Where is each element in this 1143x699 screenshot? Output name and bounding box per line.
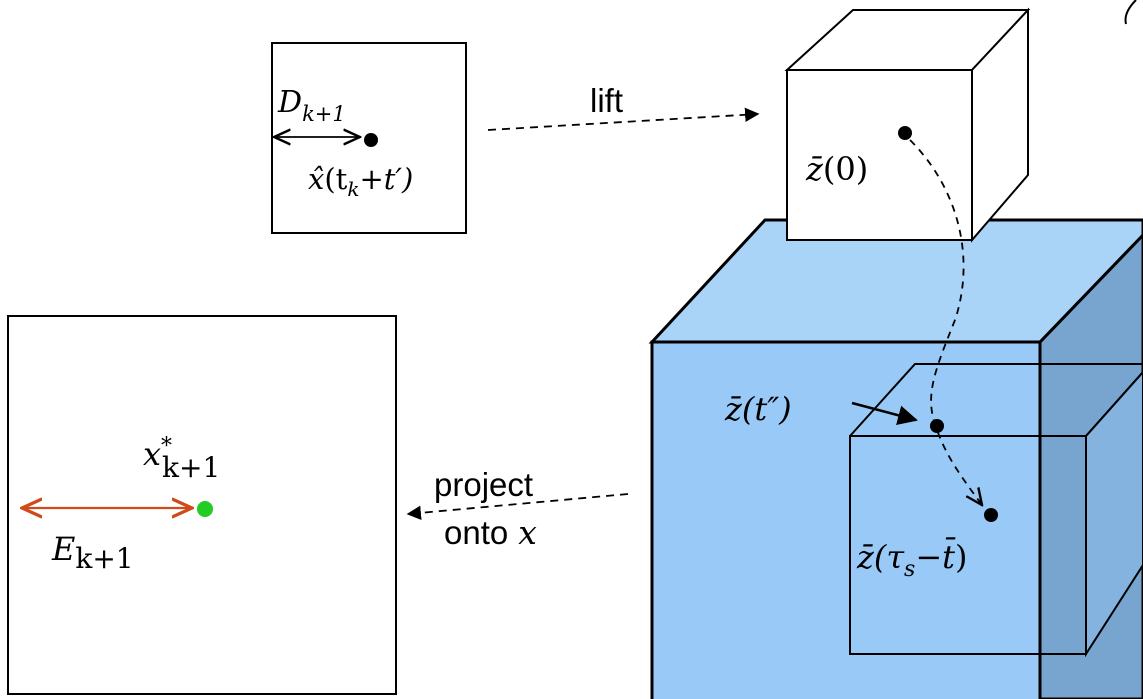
xhat-subscript: k — [347, 177, 359, 201]
ztau-minus: − — [915, 538, 942, 576]
trajectory-curve — [909, 139, 982, 505]
lift-label: lift — [590, 82, 623, 119]
xhat-point — [364, 133, 378, 147]
svg-text:Ek+1: Ek+1 — [51, 530, 134, 575]
project-label: project — [434, 466, 533, 503]
lifted-cube-front-face — [786, 69, 973, 241]
onto-x-variable: x — [518, 513, 537, 552]
lifted-cube — [784, 7, 1031, 243]
ztau-close: ) — [955, 538, 967, 576]
zt2-pointer-arrow — [851, 401, 918, 426]
cropped-arc — [1124, 0, 1137, 25]
large-cube-front-face — [650, 340, 1042, 699]
ztau-symbol: z̄ — [856, 538, 875, 576]
xstar-subscript: k+1 — [162, 451, 220, 484]
inner-cube-top-edge — [849, 363, 1143, 437]
svg-text:x*k+1: x*k+1 — [143, 434, 220, 484]
inner-cube-front-face — [849, 435, 1087, 655]
ztau-open: (τ — [874, 538, 905, 576]
onto-label: onto — [444, 514, 508, 551]
ztau-tbar: t̄ — [942, 537, 956, 576]
xstar-point — [197, 501, 213, 517]
ztau-point — [984, 508, 998, 522]
z0-point — [898, 126, 912, 140]
svg-text:z̄(τs−t̄): z̄(τs−t̄) — [856, 537, 968, 582]
E-symbol: E — [51, 530, 75, 568]
z0-symbol: z̄ — [805, 150, 824, 188]
large-blue-cube — [648, 218, 1143, 699]
lift-arrow — [487, 107, 760, 131]
svg-text:z̄(t″): z̄(t″) — [724, 390, 792, 428]
ztau-subscript: s — [904, 557, 915, 582]
xstar-superscript: * — [161, 434, 172, 459]
xhat-symbol: x̂ — [308, 162, 324, 196]
xstar-symbol: x — [143, 435, 161, 473]
svg-text:Dk+1: Dk+1 — [277, 85, 346, 126]
z0-args: (0) — [823, 150, 868, 188]
svg-text:z̄(0): z̄(0) — [805, 150, 868, 188]
zt2-symbol: z̄ — [724, 390, 743, 428]
inner-cube — [849, 363, 1143, 658]
E-subscript: k+1 — [75, 542, 133, 575]
svg-text:x̂(tk+t′): x̂(tk+t′) — [308, 162, 413, 201]
inner-cube-edge — [1085, 371, 1143, 437]
D-subscript: k+1 — [302, 102, 346, 126]
xhat-args: (t — [324, 162, 347, 196]
project-arrow — [406, 493, 629, 520]
zt2-args: (t″) — [742, 390, 792, 428]
xhat-tail: +t′) — [359, 162, 413, 196]
zt2-point — [930, 419, 944, 433]
D-symbol: D — [277, 85, 302, 120]
